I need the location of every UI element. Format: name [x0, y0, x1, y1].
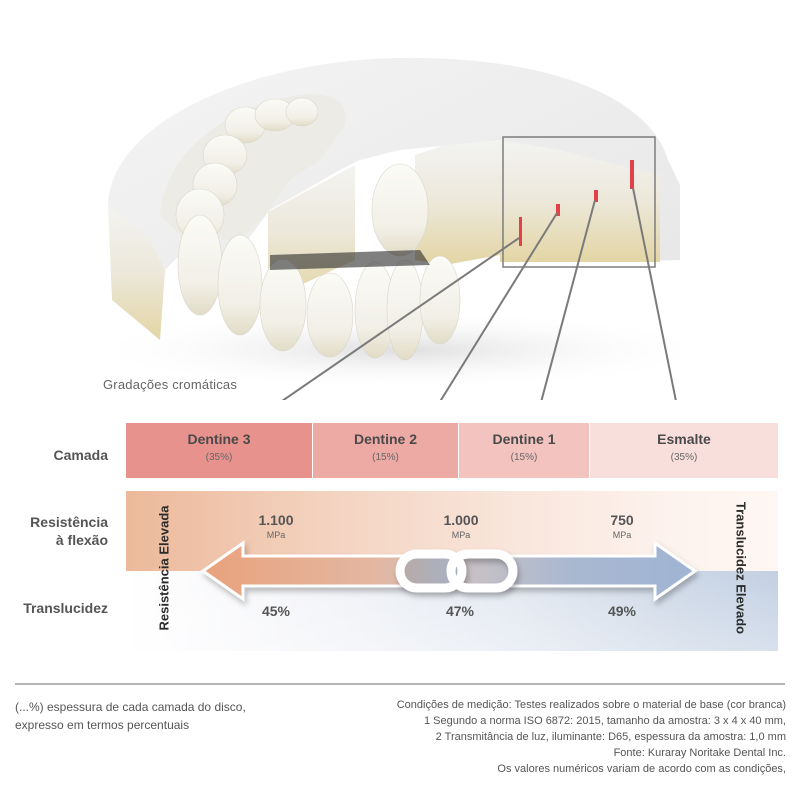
- layer-dentine-1: Dentine 1 (15%): [459, 423, 589, 478]
- strength-unit-1: MPa: [266, 530, 286, 540]
- conditions-line: Os valores numéricos variam de acordo co…: [497, 763, 786, 775]
- conditions-line: 1 Segundo a norma ISO 6872: 2015, tamanh…: [424, 715, 786, 727]
- layer-name: Dentine 3: [187, 431, 251, 447]
- layer-percent: (15%): [372, 452, 399, 463]
- conditions-line: Fonte: Kuraray Noritake Dental Inc.: [613, 747, 786, 759]
- translucency-value-2: 47%: [445, 603, 475, 619]
- conditions-line: Condições de medição: Testes realizados …: [396, 699, 786, 711]
- translucency-value-1: 45%: [261, 603, 291, 619]
- high-translucency-label: Translucidez Elevado: [733, 501, 749, 635]
- strength-unit-2: MPa: [451, 530, 471, 540]
- row-label-strength-line1: Resistência: [30, 514, 108, 530]
- leader-line-dentine-3: [281, 237, 520, 400]
- disc-illustration: [80, 57, 720, 400]
- footnote-left-line1: (...%) espessura de cada camada do disco…: [15, 700, 246, 714]
- layer-percent: (35%): [670, 452, 698, 463]
- layer-percent: (15%): [510, 452, 538, 463]
- strength-value-3: 750: [610, 512, 634, 528]
- highlight-box: [502, 136, 656, 268]
- layer-markers: [519, 160, 634, 246]
- leader-line-dentine-2: [439, 212, 558, 400]
- footer-divider: [15, 683, 785, 685]
- layer-percent: (35%): [205, 452, 233, 463]
- marker-dentine-3: [519, 217, 522, 246]
- layer-dentine-3: Dentine 3 (35%): [126, 423, 312, 478]
- row-label-strength-line2: à flexão: [55, 532, 108, 548]
- layer-name: Esmalte: [657, 431, 711, 447]
- layer-name: Dentine 1: [492, 431, 556, 447]
- leader-line-esmalte: [632, 187, 677, 400]
- footnote-left: (...%) espessura de cada camada do disco…: [15, 698, 246, 734]
- row-label-translucency: Translucidez: [23, 600, 108, 616]
- marker-dentine-1: [594, 190, 598, 202]
- footnote-left-line2: expresso em termos percentuais: [15, 718, 190, 732]
- disc-body: [80, 57, 720, 390]
- high-strength-label: Resistência Elevada: [156, 505, 172, 631]
- translucency-value-3: 49%: [607, 603, 637, 619]
- layer-esmalte: Esmalte (35%): [590, 423, 778, 478]
- strength-value-1: 1.100: [258, 512, 294, 528]
- row-label-strength: Resistência à flexão: [8, 513, 108, 549]
- layer-name: Dentine 2: [353, 431, 417, 447]
- conditions-line: 2 Transmitância de luz, iluminante: D65,…: [435, 731, 786, 743]
- illustration-caption: Gradações cromáticas: [103, 377, 238, 392]
- leader-lines: [281, 187, 677, 400]
- marker-dentine-2: [556, 204, 560, 216]
- strength-value-2: 1.000: [443, 512, 479, 528]
- row-label-layer: Camada: [53, 447, 108, 463]
- layer-dentine-2: Dentine 2 (15%): [313, 423, 458, 478]
- marker-esmalte: [630, 160, 634, 189]
- leader-line-dentine-1: [540, 199, 596, 400]
- strength-unit-3: MPa: [612, 530, 632, 540]
- measurement-conditions: Condições de medição: Testes realizados …: [397, 697, 786, 777]
